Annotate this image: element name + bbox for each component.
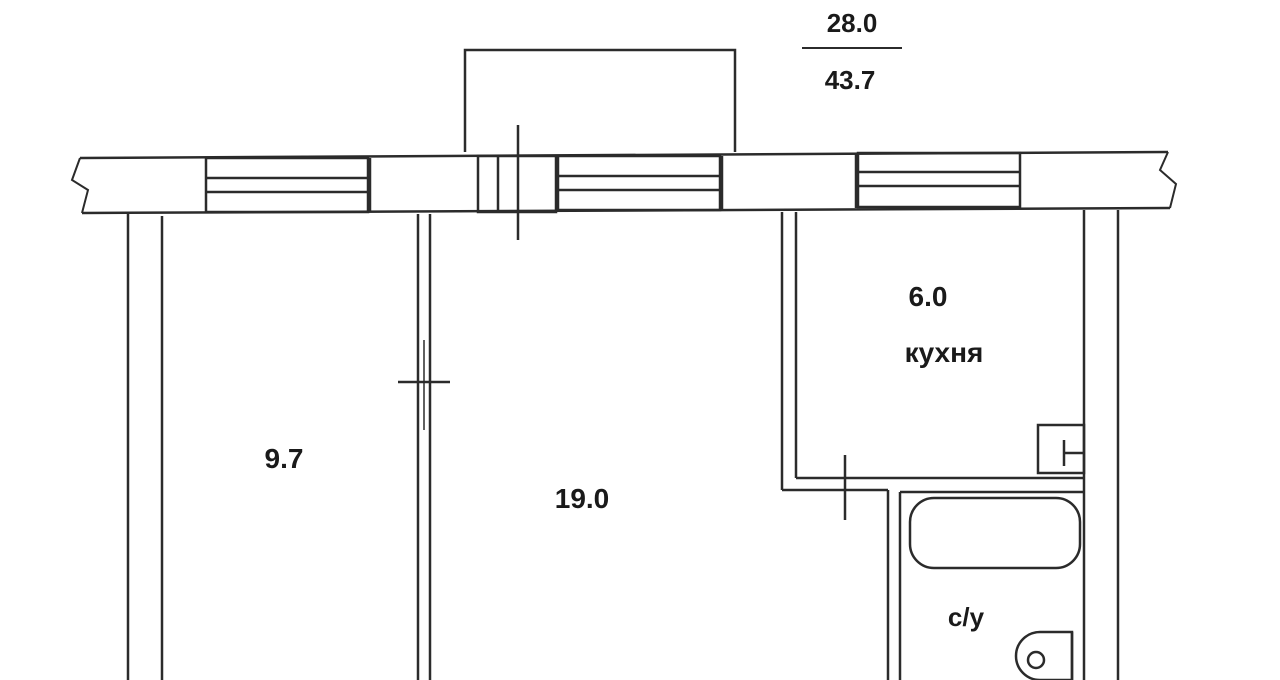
window-middle [556,154,722,212]
outer-wall-top [70,150,1178,215]
bathroom-label: с/у [948,602,985,632]
balcony [463,48,737,152]
kitchen-area: 6.0 [909,281,948,312]
outer-wall-left [126,213,164,680]
window-right [856,151,1022,209]
bathroom-walls [898,490,1084,680]
partition-rooms [398,214,450,680]
bathtub-icon [908,496,1082,570]
room-large-area: 19.0 [555,483,610,514]
balcony-door [476,125,558,240]
toilet-icon [1014,630,1074,680]
outer-wall-right [1082,210,1120,680]
living-area-value: 28.0 [827,8,878,38]
window-left [204,156,370,214]
kitchen-walls [780,212,1084,680]
wall-pier-ticks [368,153,858,212]
stove-icon [1036,423,1086,475]
room-small-area: 9.7 [265,443,304,474]
total-area-value: 43.7 [825,65,876,95]
kitchen-label: кухня [905,337,984,368]
